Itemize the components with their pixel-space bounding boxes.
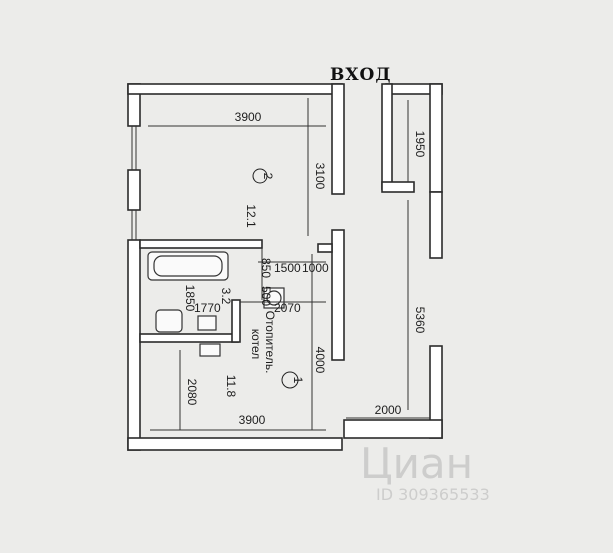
dim-bottom-left-height: 2080	[185, 379, 199, 406]
dim-top-height: 3100	[313, 163, 327, 190]
bathroom-area: 3.2	[219, 288, 233, 305]
fixtures	[147, 251, 285, 357]
dim-bath-1770: 1770	[194, 301, 221, 315]
bath-top-wall	[139, 239, 263, 249]
bath-side-wall	[231, 299, 241, 343]
corridor-right-mid	[429, 191, 443, 259]
walls	[127, 83, 443, 451]
room-1-number: 1	[291, 377, 305, 384]
dim-corridor-long: 5360	[413, 307, 427, 334]
watermark: Циан ID 309365533	[360, 439, 490, 504]
corridor-stub	[381, 181, 415, 193]
dim-bottom-corridor: 2000	[375, 403, 402, 417]
post	[317, 243, 333, 253]
room-1-area: 11.8	[224, 375, 238, 398]
boiler-label-line1: Отопитель.	[263, 311, 277, 374]
toilet	[155, 309, 183, 333]
watermark-id: ID 309365533	[376, 485, 490, 504]
room-1-marker	[281, 371, 299, 389]
bath-bottom-wall	[139, 333, 239, 343]
dim-corridor-top: 1950	[413, 131, 427, 158]
dim-bath-1500: 1500	[274, 261, 301, 275]
dim-bath-1850: 1850	[183, 285, 197, 312]
partition-upper	[331, 83, 345, 195]
corridor-left-upper	[381, 83, 393, 190]
corridor-right-upper	[429, 83, 443, 193]
stove	[199, 343, 221, 357]
dim-bottom-width: 3900	[239, 413, 266, 427]
boiler-label-line2: котел	[249, 329, 263, 359]
room-2-number: 2	[261, 173, 275, 180]
left-wall-mid	[127, 169, 141, 211]
room-2-area: 12.1	[244, 204, 258, 228]
dim-bath-1000: 1000	[302, 261, 329, 275]
partition-lower	[331, 229, 345, 361]
dim-mid-2070: 2070	[274, 301, 301, 315]
entrance-label: ВХОД	[330, 65, 391, 85]
dim-bath-500: 500	[259, 286, 273, 306]
dim-room1-height: 4000	[313, 347, 327, 374]
windows	[131, 126, 137, 240]
top-wall	[127, 83, 343, 95]
dim-bath-850: 850	[259, 258, 273, 278]
watermark-brand: Циан	[360, 439, 473, 488]
dim-top-width: 3900	[235, 110, 262, 124]
dimension-lines	[148, 98, 430, 431]
bottom-wall-right	[343, 419, 443, 439]
sink	[197, 315, 217, 331]
room-2-marker	[252, 168, 268, 184]
left-wall-bottom	[127, 239, 141, 451]
bottom-wall-left	[127, 437, 343, 451]
